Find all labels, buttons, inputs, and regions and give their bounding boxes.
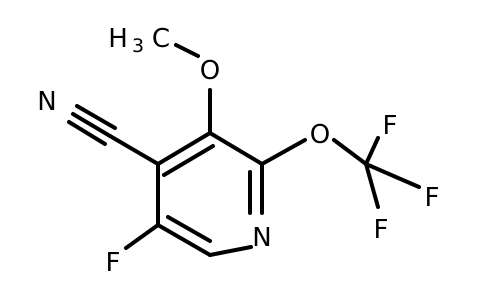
bond-nitrile-1 <box>71 112 112 138</box>
atom-labels: H 3 C O N O N F F F F <box>37 24 439 278</box>
bond-nitrile-2 <box>75 104 117 130</box>
methyl-h-label: H <box>108 24 128 54</box>
bond-c2-o <box>260 138 307 166</box>
nitrile-n-label: N <box>37 87 56 117</box>
methoxy-o-label: O <box>200 56 220 86</box>
cf3-fluorine-bottom-label: F <box>374 215 389 245</box>
bond-c6-c5-double <box>166 215 212 243</box>
bond-c-f-bottom <box>364 162 380 209</box>
bond-o-ch3 <box>174 43 200 58</box>
bond-n1-c6 <box>208 245 253 257</box>
ether-o-label: O <box>310 120 330 150</box>
cf3-fluorine-top-label: F <box>383 111 398 141</box>
bond-c-f-right <box>364 162 421 189</box>
ring-n-label: N <box>252 223 271 253</box>
ring-fluorine-label: F <box>106 248 121 278</box>
bond-o-cf3 <box>332 138 368 166</box>
bond-c-f-top <box>364 136 380 166</box>
bond-c3-c2 <box>208 131 264 166</box>
bond-nitrile-3 <box>67 120 107 146</box>
bond-c4-c3-double <box>162 144 215 177</box>
cf3-fluorine-right-label: F <box>425 183 440 213</box>
methyl-subscript-label: 3 <box>132 35 144 57</box>
bond-c4-c3 <box>156 131 212 166</box>
bond-c5-f <box>124 223 160 250</box>
bond-c4-cn <box>108 134 160 166</box>
bond-c6-c5 <box>156 223 212 257</box>
bond-lines <box>67 43 421 257</box>
methyl-c-label: C <box>152 24 170 54</box>
